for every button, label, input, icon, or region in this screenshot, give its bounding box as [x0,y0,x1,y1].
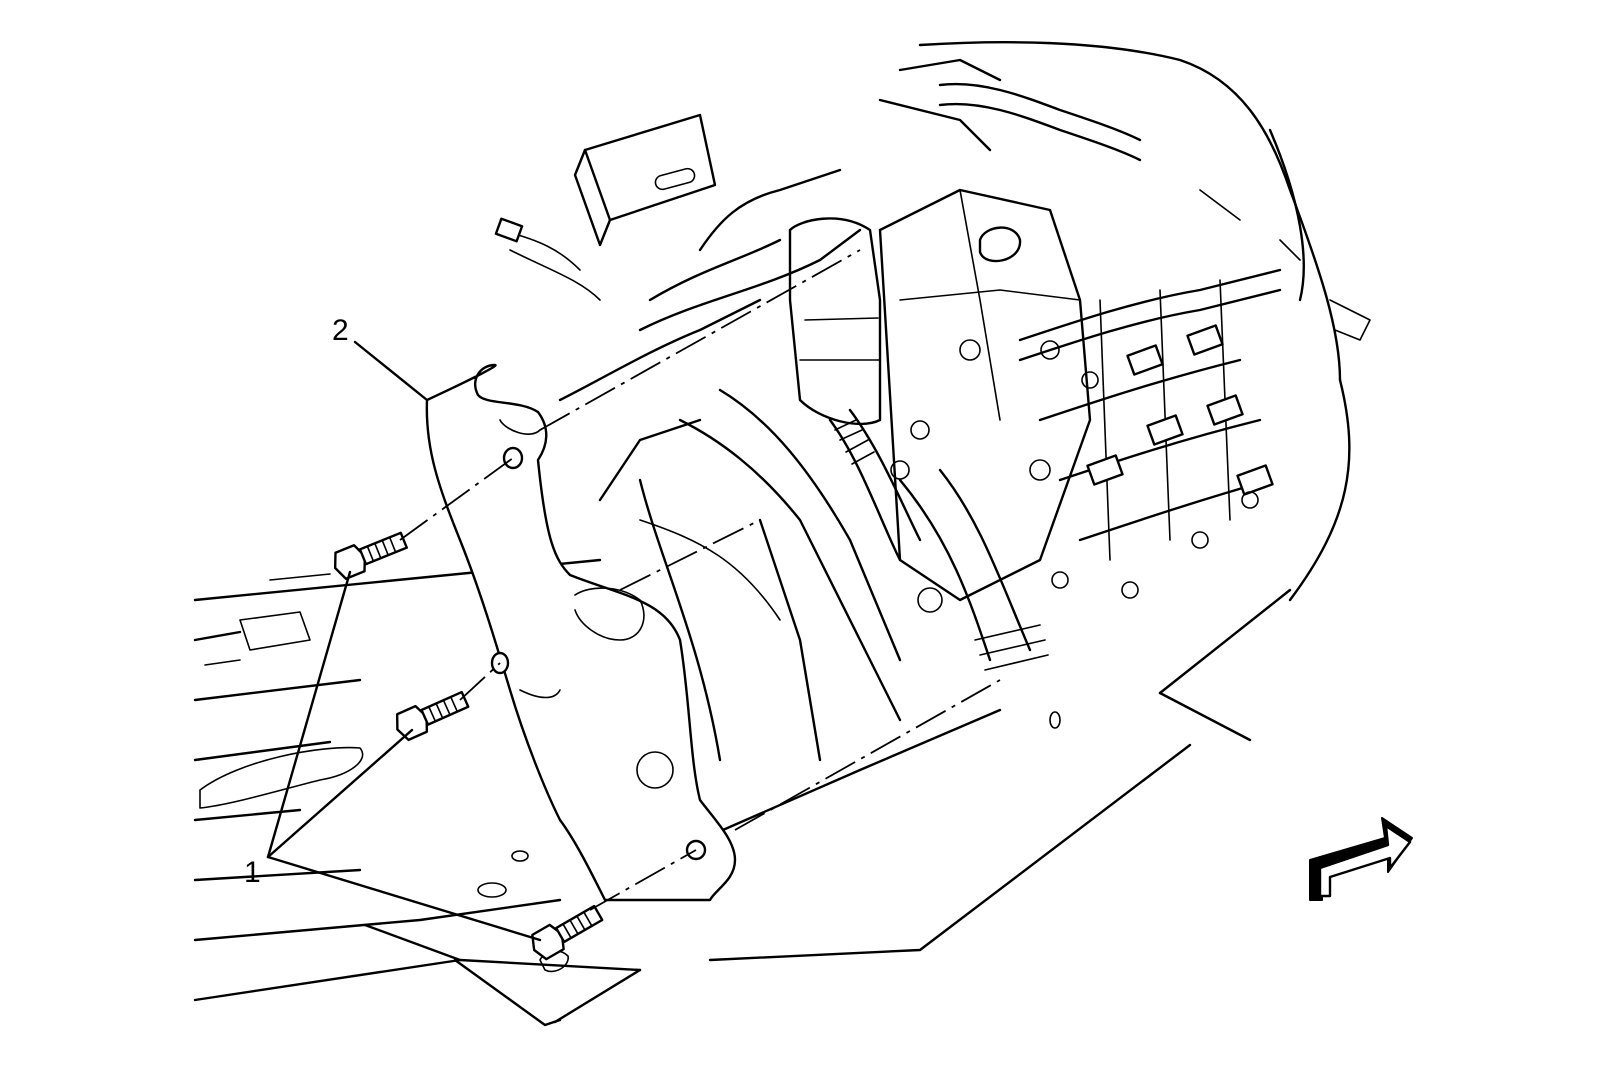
engine-assembly [494,41,1371,671]
front-direction-arrow-icon [1309,817,1413,901]
transmission-housing [558,298,1002,842]
alignment-lines [399,249,1001,911]
bolt-icon [531,923,565,961]
bolt-upper[interactable] [330,527,409,581]
bolt-lower[interactable] [527,901,605,962]
vehicle-underbody [193,558,1292,1027]
bolt-middle[interactable] [392,687,471,743]
callout-leaders [266,340,542,942]
callout-label-1: 1 [244,856,261,889]
callout-label-2: 2 [332,314,349,347]
bolt-icon [395,704,429,742]
bolt-icon [333,544,367,580]
